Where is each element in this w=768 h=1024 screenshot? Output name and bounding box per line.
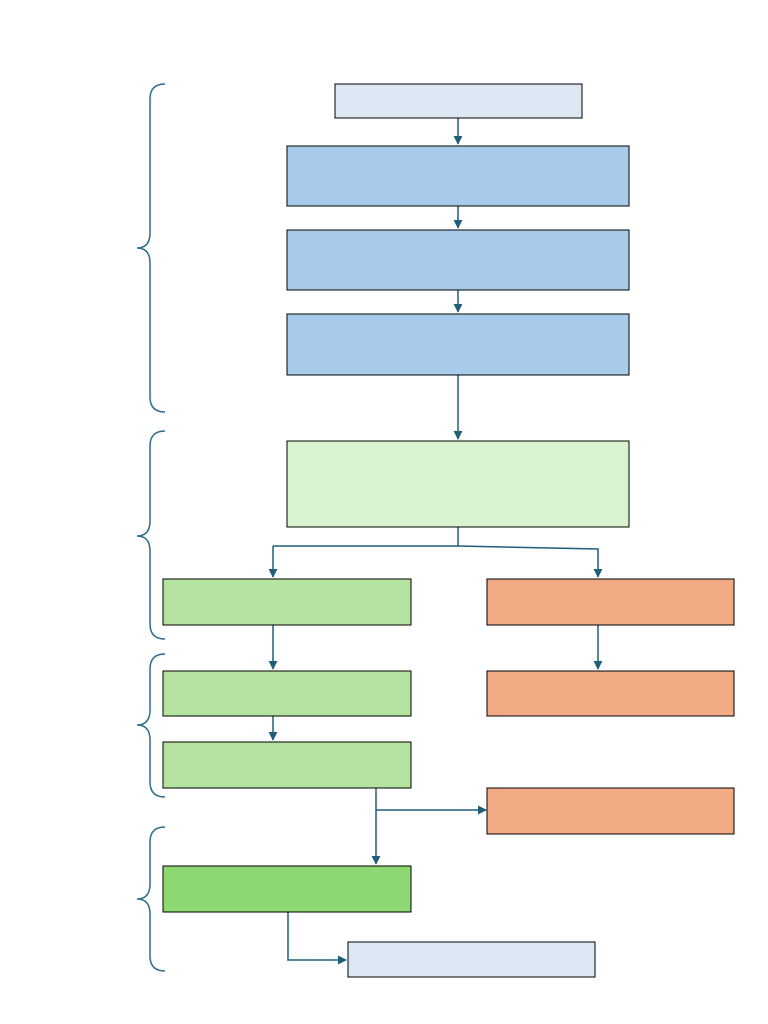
right-branch-box-1	[486, 578, 735, 626]
left-branch-box-2	[162, 670, 412, 717]
connector-split-to-right-branch	[457, 545, 603, 578]
connector-assessment-split	[273, 527, 459, 547]
stage-bracket-4	[136, 826, 166, 972]
stage-bracket-2	[136, 430, 166, 640]
step-2-box	[286, 229, 630, 291]
exit-box	[486, 787, 735, 835]
stage-bracket-3	[136, 653, 166, 798]
connector-final-to-end	[287, 912, 347, 965]
right-branch-box-2	[486, 670, 735, 717]
final-box	[162, 865, 412, 913]
step-1-box	[286, 145, 630, 207]
step-3-box	[286, 313, 630, 376]
assessment-box	[286, 440, 630, 528]
left-branch-box-3	[162, 741, 412, 789]
left-branch-box-1	[162, 578, 412, 626]
end-box	[347, 941, 596, 978]
stage-bracket-1	[136, 83, 166, 413]
start-box	[334, 83, 583, 119]
